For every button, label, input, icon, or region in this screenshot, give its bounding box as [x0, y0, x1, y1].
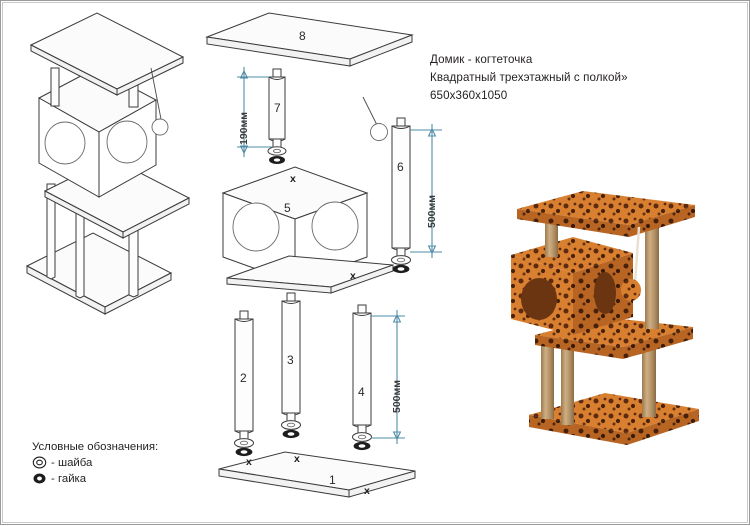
- legend: Условные обозначения: - шайба - гайка: [32, 441, 158, 485]
- dimension-500-bottom: [371, 310, 405, 444]
- part-8-board: [205, 12, 414, 67]
- washer-icon: [32, 456, 47, 469]
- part-7-post: [267, 68, 287, 164]
- assembly-mark-x1: x: [290, 173, 296, 185]
- part-label-4: 4: [358, 385, 365, 399]
- assembly-hanging-toy: [150, 67, 169, 136]
- title-line-1: Домик - когтеточка: [430, 53, 533, 66]
- part-1-board: [218, 451, 416, 498]
- dimension-500-right: [410, 124, 442, 258]
- part-4-post: [352, 304, 372, 451]
- product-photo: [487, 187, 739, 455]
- photo-house-box: [511, 237, 633, 335]
- part-label-5: 5: [284, 201, 291, 215]
- assembly-mark-x4: x: [294, 453, 300, 465]
- assembly-mark-x3: x: [246, 456, 252, 468]
- assembly-top-shelf: [29, 12, 185, 96]
- assembly-mark-x5: x: [364, 485, 370, 497]
- assembly-view-group: [25, 12, 191, 315]
- part-label-7: 7: [274, 101, 281, 115]
- legend-label-washer: - шайба: [51, 456, 93, 469]
- part-label-6: 6: [397, 160, 404, 174]
- assembly-house-box: [37, 67, 158, 198]
- photo-top-shelf: [517, 191, 695, 237]
- dimension-190: [237, 67, 273, 157]
- part-middle-shelf: [226, 255, 394, 294]
- photo-upper-posts: [545, 217, 659, 329]
- legend-item-nut: - гайка: [32, 472, 158, 485]
- title-line-3: 650x360x1050: [430, 89, 508, 102]
- photo-hanging-toy: [621, 226, 641, 301]
- legend-label-nut: - гайка: [51, 472, 87, 485]
- legend-title: Условные обозначения:: [32, 441, 159, 453]
- part-label-1: 1: [329, 473, 336, 487]
- part-label-8: 8: [299, 29, 306, 43]
- assembly-mark-x2: x: [350, 270, 356, 282]
- nut-icon: [33, 473, 46, 484]
- part-6-post: [391, 117, 411, 274]
- legend-item-washer: - шайба: [32, 456, 158, 469]
- part-label-3: 3: [287, 353, 294, 367]
- dimension-lines-group: [237, 67, 442, 444]
- dimension-text-190: 190мм: [238, 111, 250, 145]
- part-3-post: [281, 292, 301, 439]
- photo-lower-posts: [541, 335, 656, 425]
- dimension-text-500-right: 500мм: [426, 194, 438, 228]
- part-2-post: [234, 310, 254, 457]
- dimension-text-500-bottom: 500мм: [391, 379, 403, 413]
- exploded-hanging-toy: [362, 96, 388, 141]
- title-line-2: Квадратный трехэтажный с полкой»: [430, 71, 628, 84]
- part-label-2: 2: [240, 371, 247, 385]
